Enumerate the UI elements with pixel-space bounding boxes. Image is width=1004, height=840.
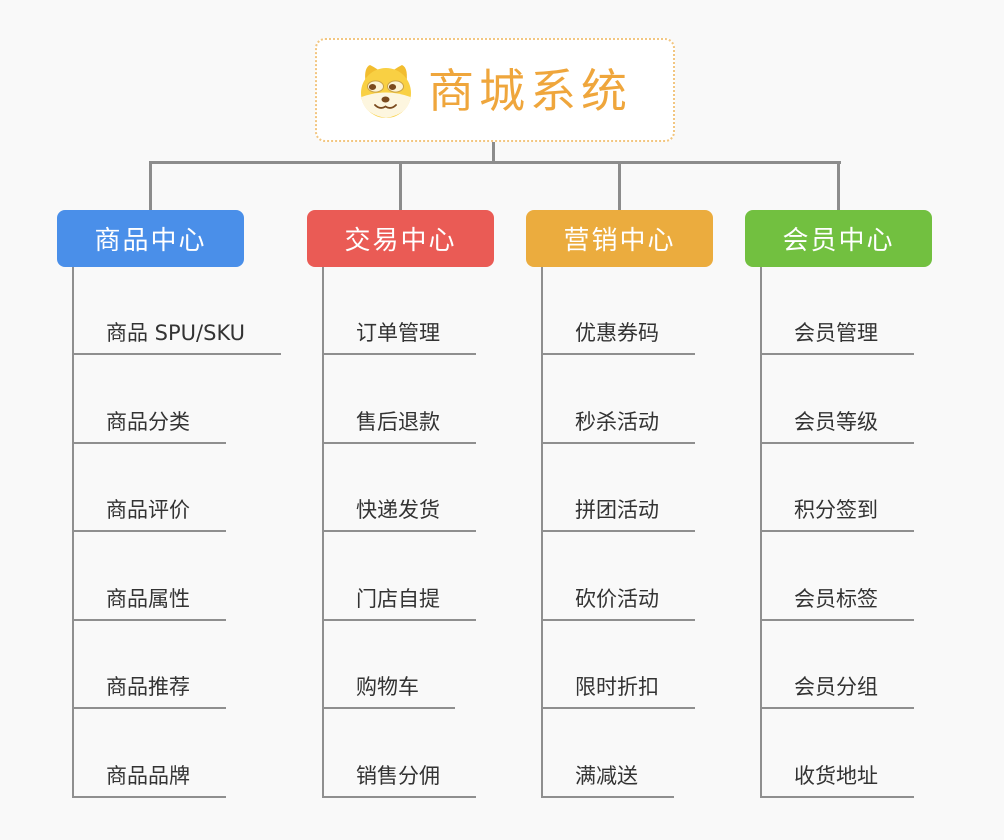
leaf-topic-marketing-center-1[interactable]: 优惠券码	[541, 321, 695, 355]
leaf-topic-product-center-3[interactable]: 商品评价	[72, 498, 226, 532]
leaf-topic-marketing-center-4[interactable]: 砍价活动	[541, 587, 695, 621]
branch-node-marketing-center[interactable]: 营销中心	[526, 210, 713, 267]
connector-drop-product-center	[149, 160, 152, 210]
leaf-topic-trade-center-3[interactable]: 快递发货	[322, 498, 476, 532]
connector-root-stub	[491, 140, 495, 163]
branch-column-marketing-center: 营销中心优惠券码秒杀活动拼团活动砍价活动限时折扣满减送	[526, 210, 786, 810]
branch-column-trade-center: 交易中心订单管理售后退款快递发货门店自提购物车销售分佣	[307, 210, 567, 810]
branch-spine-trade-center	[322, 267, 324, 798]
root-title: 商城系统	[428, 64, 632, 118]
leaf-topic-marketing-center-2[interactable]: 秒杀活动	[541, 410, 695, 444]
leaf-topic-trade-center-1[interactable]: 订单管理	[322, 321, 476, 355]
leaf-topic-trade-center-2[interactable]: 售后退款	[322, 410, 476, 444]
branch-spine-product-center	[72, 267, 74, 798]
leaf-topic-member-center-1[interactable]: 会员管理	[760, 321, 914, 355]
leaf-topic-marketing-center-6[interactable]: 满减送	[541, 764, 674, 798]
leaf-topic-member-center-6[interactable]: 收货地址	[760, 764, 914, 798]
leaf-topic-product-center-6[interactable]: 商品品牌	[72, 764, 226, 798]
leaf-topic-trade-center-5[interactable]: 购物车	[322, 675, 455, 709]
leaf-topic-product-center-1[interactable]: 商品 SPU/SKU	[72, 321, 282, 355]
connector-drop-marketing-center	[618, 160, 621, 210]
branch-column-member-center: 会员中心会员管理会员等级积分签到会员标签会员分组收货地址	[745, 210, 1004, 810]
leaf-topic-product-center-5[interactable]: 商品推荐	[72, 675, 226, 709]
leaf-topic-product-center-2[interactable]: 商品分类	[72, 410, 226, 444]
leaf-topic-member-center-4[interactable]: 会员标签	[760, 587, 914, 621]
branch-spine-member-center	[760, 267, 762, 798]
connector-drop-member-center	[837, 160, 840, 210]
branch-column-product-center: 商品中心商品 SPU/SKU 商品分类商品评价商品属性商品推荐商品品牌	[57, 210, 317, 810]
leaf-topic-trade-center-6[interactable]: 销售分佣	[322, 764, 476, 798]
leaf-topic-member-center-5[interactable]: 会员分组	[760, 675, 914, 709]
leaf-topic-marketing-center-3[interactable]: 拼团活动	[541, 498, 695, 532]
connector-horizontal-rail	[148, 160, 841, 164]
leaf-topic-marketing-center-5[interactable]: 限时折扣	[541, 675, 695, 709]
branch-node-trade-center[interactable]: 交易中心	[307, 210, 494, 267]
connector-drop-trade-center	[399, 160, 402, 210]
leaf-topic-product-center-4[interactable]: 商品属性	[72, 587, 226, 621]
root-node[interactable]: 商城系统	[315, 38, 675, 142]
leaf-topic-member-center-3[interactable]: 积分签到	[760, 498, 914, 532]
branch-spine-marketing-center	[541, 267, 543, 798]
leaf-topic-member-center-2[interactable]: 会员等级	[760, 410, 914, 444]
doge-icon	[361, 65, 411, 118]
branch-node-product-center[interactable]: 商品中心	[57, 210, 244, 267]
branch-node-member-center[interactable]: 会员中心	[745, 210, 932, 267]
leaf-topic-trade-center-4[interactable]: 门店自提	[322, 587, 476, 621]
